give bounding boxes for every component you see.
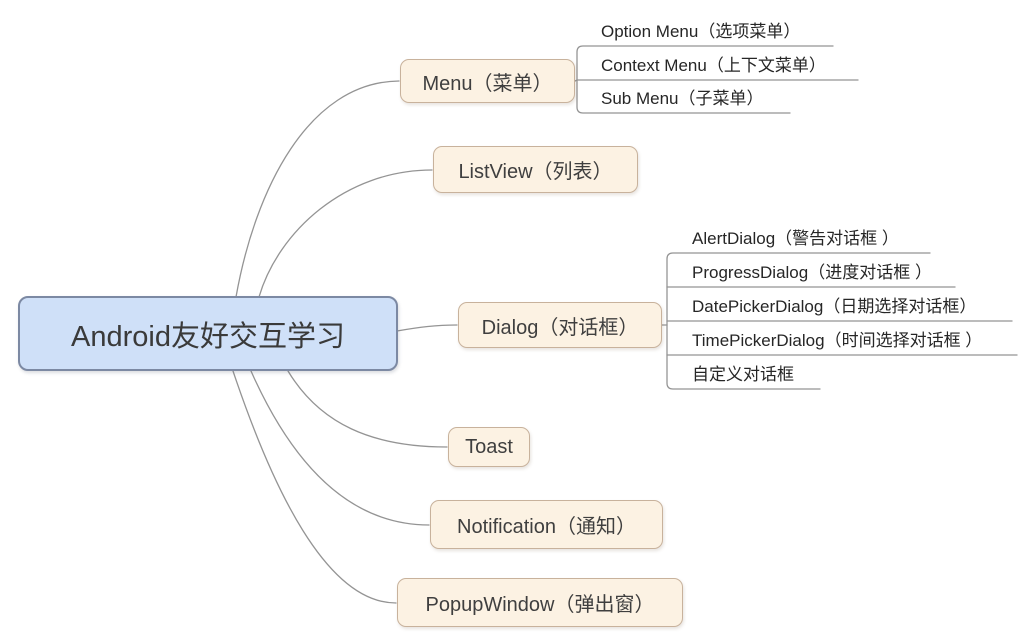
subtopic-alertdialog[interactable]: AlertDialog（警告对话框 ） [692, 229, 899, 248]
connector-root-toast [287, 370, 448, 448]
subtopic-progressdialog[interactable]: ProgressDialog（进度对话框 ） [692, 263, 932, 282]
subtopic-context-menu[interactable]: Context Menu（上下文菜单） [601, 56, 826, 75]
topic-toast-label: Toast [465, 435, 513, 458]
topic-toast[interactable]: Toast [448, 427, 530, 467]
topic-popupwindow-label: PopupWindow（弹出窗） [425, 594, 655, 616]
subtopic-underline-context-menu [574, 79, 859, 82]
topic-listview-label: ListView（列表） [458, 161, 613, 183]
topic-menu[interactable]: Menu（菜单） [400, 59, 575, 103]
connector-root-popupwindow [232, 370, 397, 604]
topic-notification-label: Notification（通知） [457, 516, 636, 538]
subtopic-sub-menu[interactable]: Sub Menu（子菜单） [601, 89, 764, 108]
connector-root-notification [250, 370, 430, 526]
subtopic-datepickerdialog[interactable]: DatePickerDialog（日期选择对话框） [692, 297, 977, 316]
topic-dialog[interactable]: Dialog（对话框） [458, 302, 662, 348]
subtopic-timepickerdialog[interactable]: TimePickerDialog（时间选择对话框 ） [692, 331, 983, 350]
root-topic-label: Android友好交互学习 [71, 320, 345, 353]
connector-root-listview [258, 169, 433, 298]
topic-dialog-label: Dialog（对话框） [481, 316, 639, 339]
connector-root-dialog [396, 324, 458, 332]
connector-root-menu [235, 80, 400, 298]
topic-popupwindow[interactable]: PopupWindow（弹出窗） [397, 578, 683, 627]
root-topic[interactable]: Android友好交互学习 [18, 296, 398, 371]
topic-notification[interactable]: Notification（通知） [430, 500, 663, 549]
topic-menu-label: Menu（菜单） [422, 72, 553, 95]
subtopic-custom-dialog[interactable]: 自定义对话框 [692, 365, 794, 384]
subtopic-option-menu[interactable]: Option Menu（选项菜单） [601, 22, 801, 41]
topic-listview[interactable]: ListView（列表） [433, 146, 638, 193]
